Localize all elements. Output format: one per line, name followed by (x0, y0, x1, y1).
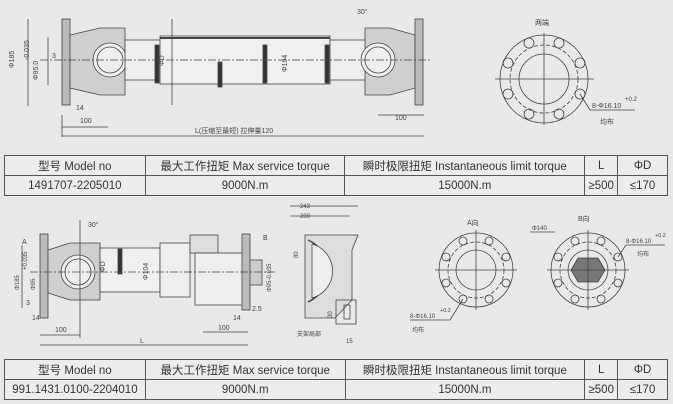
table-header-row: 型号 Model no 最大工作扭矩 Max service torque 瞬时… (4, 359, 668, 380)
spec-table-1: 型号 Model no 最大工作扭矩 Max service torque 瞬时… (4, 155, 668, 196)
view-b-holes: 8-Φ16.10 (626, 239, 652, 245)
flange-view-both-ends (495, 33, 635, 125)
dia-spigot-label: Φ95.0 (33, 61, 40, 80)
cell-l: ≥500 (584, 175, 619, 196)
header-limit-torque: 瞬时极限扭矩 Instantaneous limit torque (344, 155, 586, 176)
dim-100-right-label: 100 (395, 115, 407, 122)
dim-14-right-label: 14 (233, 315, 241, 322)
cell-limit-torque: 15000N.m (344, 175, 586, 196)
angle-label: 30° (357, 8, 368, 16)
cell-max-torque: 9000N.m (144, 175, 346, 196)
dim-14-left-label: 14 (32, 315, 40, 322)
phiD-label: ΦD (159, 55, 166, 66)
header-phid: ΦD (617, 155, 668, 176)
cell-model: 991.1431.0100-2204010 (4, 379, 146, 400)
view-b-title: B向 (578, 214, 590, 223)
phiD-label-2: ΦD (100, 261, 107, 272)
dia-spigot-label-2: Φ95 (31, 278, 37, 290)
dim-3-label: 3 (52, 53, 56, 60)
dim-100-right-label-2: 100 (218, 325, 230, 332)
dim-14-label: 14 (76, 105, 84, 112)
note-label: 均布 (600, 117, 614, 126)
dim-100-left-label: 100 (80, 118, 92, 125)
hole-tol-label: +0.2 (625, 97, 638, 103)
flange-view-b (530, 230, 665, 310)
support-dim-200: 200 (300, 214, 311, 220)
view-b-pcd: Φ140 (532, 226, 547, 232)
support-dim-15: 15 (346, 339, 353, 345)
header-model: 型号 Model no (4, 155, 146, 176)
spigot-tol-label: -0.035 (24, 40, 31, 60)
phi104-label: Φ104 (282, 55, 289, 72)
view-a-marker: A (22, 239, 27, 246)
dim-100-left-label-2: 100 (55, 327, 67, 334)
flange-view-title: 两端 (535, 18, 549, 27)
support-label: 支架局部 (297, 330, 321, 338)
cell-phid: ≤170 (617, 175, 668, 196)
view-b-note: 均布 (637, 250, 649, 258)
header-limit-torque: 瞬时极限扭矩 Instantaneous limit torque (344, 359, 586, 380)
length-label-2: L (140, 338, 144, 345)
cell-limit-torque: 15000N.m (344, 379, 586, 400)
shaft-drawing-2 (21, 220, 275, 346)
table-header-row: 型号 Model no 最大工作扭矩 Max service torque 瞬时… (4, 155, 668, 176)
header-l: L (584, 155, 619, 176)
dia-flange-label: Φ185 (9, 51, 16, 68)
header-model: 型号 Model no (4, 359, 146, 380)
table-row: 1491707-2205010 9000N.m 15000N.m ≥500 ≤1… (4, 175, 668, 196)
dim-2-5-label: 2.5 (252, 306, 262, 313)
dim-3-label-2: 3 (26, 300, 30, 307)
header-l: L (584, 359, 619, 380)
cell-model: 1491707-2205010 (4, 175, 146, 196)
support-detail (290, 205, 359, 325)
cell-l: ≥500 (584, 379, 619, 400)
spigot-tol-label-2: +0.035 (23, 251, 29, 270)
header-max-torque: 最大工作扭矩 Max service torque (144, 359, 346, 380)
view-a-holes: 8-Φ16.10 (410, 314, 436, 320)
support-dim-80: 80 (294, 251, 300, 258)
holes-label: 8-Φ16.10 (592, 103, 621, 110)
cell-phid: ≤170 (617, 379, 668, 400)
phi104-label-2: Φ104 (143, 263, 150, 280)
view-b-marker: B (263, 235, 268, 242)
dia-spigot-right-label: Φ95-0.035 (267, 263, 273, 292)
view-a-title: A向 (467, 218, 479, 227)
header-phid: ΦD (617, 359, 668, 380)
table-row: 991.1431.0100-2204010 9000N.m 15000N.m ≥… (4, 379, 668, 400)
view-a-note: 均布 (412, 326, 424, 334)
shaft-drawing-1 (27, 18, 430, 137)
support-dim-30: 30 (328, 311, 334, 318)
view-a-hole-tol: +0.2 (440, 308, 451, 314)
view-b-hole-tol: +0.2 (655, 233, 666, 239)
cell-max-torque: 9000N.m (144, 379, 346, 400)
spec-table-2: 型号 Model no 最大工作扭矩 Max service torque 瞬时… (4, 359, 668, 400)
support-dim-243: 243 (300, 204, 311, 210)
angle-label-2: 30° (88, 221, 99, 229)
dia-flange-label-2: Φ185 (15, 275, 21, 290)
flange-view-a (410, 230, 517, 321)
header-max-torque: 最大工作扭矩 Max service torque (144, 155, 346, 176)
length-label: L(压缩至最短) 拉伸量120 (195, 126, 273, 135)
